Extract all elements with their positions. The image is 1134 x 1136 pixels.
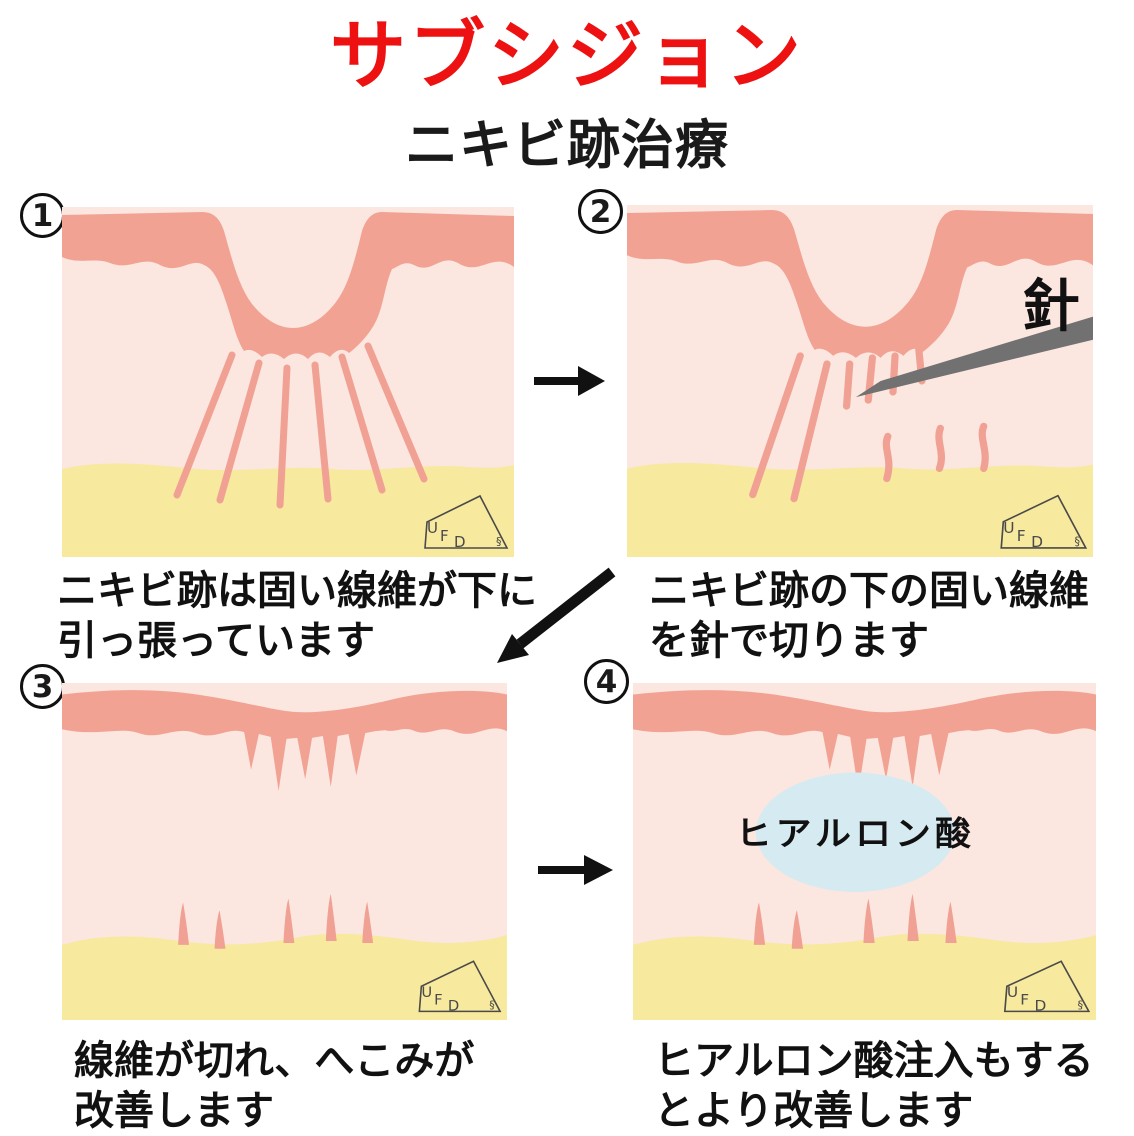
panel-4-caption: ヒアルロン酸注入もする とより改善します	[654, 1036, 1094, 1136]
watermark-letter-d: D	[448, 998, 459, 1015]
epidermis-layer	[62, 212, 514, 359]
fat-layer	[633, 933, 1096, 1020]
caption-line: ヒアルロン酸注入もする	[654, 1038, 1094, 1084]
epidermis-layer	[627, 210, 1093, 358]
watermark-letter-u: U	[427, 519, 438, 537]
fat-layer	[62, 463, 514, 557]
step-2-number: 2	[578, 189, 623, 234]
panel-2-skin-illustration: 針 U F D §	[627, 205, 1093, 557]
hyaluronic-acid-label: ヒアルロン酸	[736, 815, 975, 854]
page-subtitle: ニキビ跡治療	[405, 115, 729, 176]
treble-clef-mark-icon: §	[496, 535, 502, 548]
panel-3-caption: 線維が切れ、へこみが 改善します	[74, 1036, 474, 1136]
caption-line: とより改善します	[654, 1088, 974, 1134]
fat-layer	[62, 933, 507, 1020]
arrow-right-icon-step3-to-4	[536, 851, 616, 893]
watermark-letter-f: F	[1017, 527, 1026, 545]
epidermis-layer	[62, 690, 507, 791]
arrow-diagonal-icon-step2-to-3	[488, 562, 620, 678]
watermark-outline	[1000, 494, 1088, 549]
step-4-number-label: 4	[595, 663, 618, 700]
step-1-number-label: 1	[31, 197, 54, 234]
step-3-number-label: 3	[31, 668, 54, 705]
watermark-outline	[424, 494, 509, 549]
page-title: サブシジョン	[330, 11, 804, 100]
treble-clef-mark-icon: §	[489, 999, 494, 1012]
caption-line: ニキビ跡は固い線維が下に	[57, 568, 537, 614]
treble-clef-mark-icon: §	[1074, 535, 1080, 548]
cut-fiber-stubs	[178, 893, 374, 949]
watermark-outline	[418, 960, 502, 1013]
panel-1-caption: ニキビ跡は固い線維が下に 引っ張っています	[57, 566, 537, 666]
panel-2-caption: ニキビ跡の下の固い線維 を針で切ります	[649, 566, 1089, 666]
watermark-letter-u: U	[1007, 983, 1018, 1000]
watermark-letter-d: D	[1035, 997, 1047, 1014]
panel-4-skin-illustration: ヒアルロン酸 U F D §	[633, 683, 1096, 1020]
step-4-number: 4	[584, 659, 629, 704]
needle-label: 針	[1022, 274, 1080, 339]
watermark-letter-u: U	[421, 984, 432, 1001]
watermark-outline	[1003, 960, 1091, 1013]
panel-1-skin-illustration: U F D §	[62, 207, 514, 557]
ufd-watermark: U F D §	[1003, 960, 1091, 1014]
treble-clef-mark-icon: §	[1078, 999, 1084, 1012]
caption-line: 引っ張っています	[57, 618, 375, 664]
watermark-letter-f: F	[434, 992, 442, 1009]
caption-line: 線維が切れ、へこみが	[74, 1038, 475, 1084]
watermark-letter-f: F	[440, 527, 449, 545]
watermark-letter-d: D	[1031, 533, 1043, 551]
epidermis-layer	[633, 690, 1096, 791]
hyaluronic-acid-blob	[755, 772, 955, 892]
step-3-number: 3	[20, 664, 65, 709]
caption-line: ニキビ跡の下の固い線維	[649, 568, 1089, 614]
panel-3-skin-illustration: U F D §	[62, 683, 507, 1020]
scar-fibers	[173, 342, 428, 509]
watermark-letter-f: F	[1020, 991, 1029, 1008]
caption-line: 改善します	[74, 1088, 274, 1134]
ufd-watermark: U F D §	[424, 494, 509, 551]
cut-fiber-stubs	[753, 893, 957, 949]
cut-fiber-pieces	[882, 422, 989, 483]
arrow-right-icon-step1-to-2	[534, 362, 606, 404]
needle-blade	[855, 316, 1093, 398]
caption-line: を針で切ります	[649, 618, 929, 664]
step-1-number: 1	[20, 193, 65, 238]
ufd-watermark: U F D §	[1000, 494, 1088, 551]
step-2-number-label: 2	[589, 193, 612, 230]
watermark-letter-d: D	[454, 533, 466, 551]
fat-layer	[627, 462, 1093, 557]
ufd-watermark: U F D §	[418, 960, 502, 1015]
watermark-letter-u: U	[1003, 519, 1014, 537]
